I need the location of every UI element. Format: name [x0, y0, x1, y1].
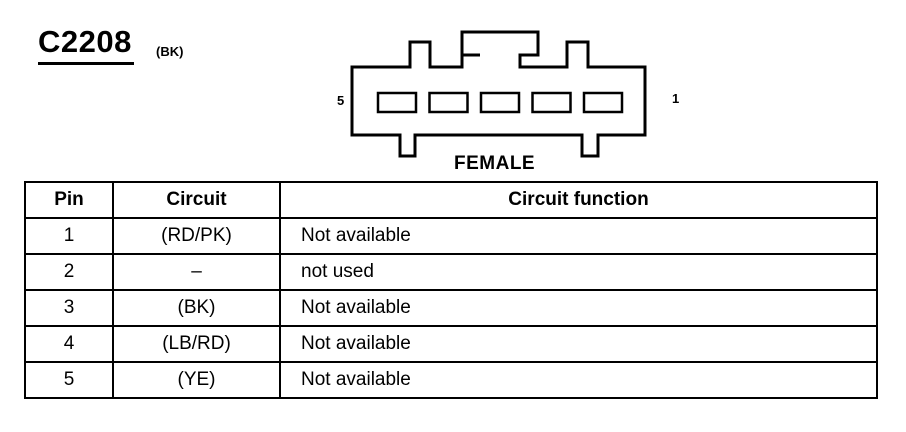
- header-pin: Pin: [24, 181, 114, 219]
- table-row: 3 (BK) Not available: [24, 289, 878, 327]
- cell-pin: 3: [24, 289, 114, 327]
- pin-cavity: [531, 91, 572, 114]
- header-circuit-function: Circuit function: [279, 181, 878, 219]
- pin-cavity: [582, 91, 624, 114]
- connector-outline: [350, 30, 647, 158]
- table-row: 2 – not used: [24, 253, 878, 291]
- cell-function: Not available: [279, 361, 878, 399]
- cell-function: not used: [279, 253, 878, 291]
- connector-face-diagram: [350, 30, 647, 158]
- connector-color: (BK): [156, 44, 184, 59]
- connector-id: C2208: [38, 24, 132, 59]
- connector-gender-label: FEMALE: [454, 153, 536, 174]
- pin-cavities: [376, 91, 624, 114]
- pin-number-right: 1: [672, 91, 680, 106]
- cell-pin: 5: [24, 361, 114, 399]
- cell-circuit: (YE): [112, 361, 281, 399]
- table-row: 4 (LB/RD) Not available: [24, 325, 878, 363]
- cell-pin: 4: [24, 325, 114, 363]
- connector-id-underline: [38, 62, 134, 65]
- table-row: 1 (RD/PK) Not available: [24, 217, 878, 255]
- cell-circuit: (LB/RD): [112, 325, 281, 363]
- pin-cavity: [479, 91, 521, 114]
- cell-circuit: –: [112, 253, 281, 291]
- table-header-row: Pin Circuit Circuit function: [24, 181, 878, 219]
- cell-pin: 2: [24, 253, 114, 291]
- cell-circuit: (RD/PK): [112, 217, 281, 255]
- cell-function: Not available: [279, 325, 878, 363]
- cell-function: Not available: [279, 217, 878, 255]
- cell-function: Not available: [279, 289, 878, 327]
- cell-pin: 1: [24, 217, 114, 255]
- header-circuit: Circuit: [112, 181, 281, 219]
- table-row: 5 (YE) Not available: [24, 361, 878, 399]
- pin-cavity: [376, 91, 418, 114]
- pinout-table: Pin Circuit Circuit function 1 (RD/PK) N…: [24, 181, 878, 399]
- pin-cavity: [428, 91, 469, 114]
- pin-number-left: 5: [337, 93, 345, 108]
- cell-circuit: (BK): [112, 289, 281, 327]
